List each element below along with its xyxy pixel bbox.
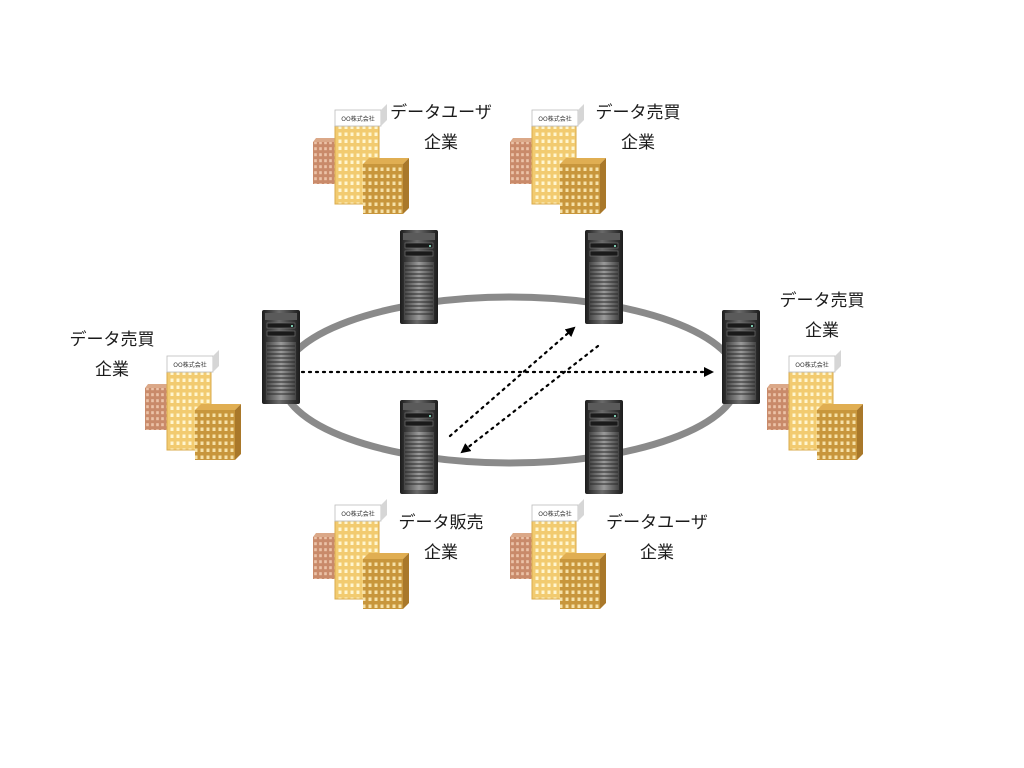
company-label-top-right: データ売買 企業 — [583, 98, 693, 158]
building-sign: OO株式会社 — [795, 361, 828, 369]
company-label-top-left: データユーザ 企業 — [380, 98, 502, 158]
building-icon-top-left: OO株式会社 — [312, 103, 410, 215]
server-right — [721, 309, 761, 405]
building-icon-left: OO株式会社 — [144, 349, 242, 461]
company-role: データユーザ — [606, 513, 708, 533]
building-sign: OO株式会社 — [341, 510, 374, 518]
company-label-bottom-right: データユーザ 企業 — [596, 508, 718, 568]
server-top-left — [399, 229, 439, 325]
building-icon-right: OO株式会社 — [766, 349, 864, 461]
arrow-top-right-to-bottom-left — [460, 344, 600, 454]
arrow-bottom-left-to-top-right — [448, 326, 576, 438]
building-sign: OO株式会社 — [341, 115, 374, 123]
company-label-left: データ売買 企業 — [57, 325, 167, 385]
server-top-right — [584, 229, 624, 325]
company-suffix: 企業 — [424, 543, 458, 563]
company-suffix: 企業 — [621, 133, 655, 153]
company-role: データ販売 — [398, 513, 484, 533]
building-sign: OO株式会社 — [538, 115, 571, 123]
company-label-right: データ売買 企業 — [767, 286, 877, 346]
company-role: データユーザ — [390, 103, 492, 123]
building-icon-bottom-right: OO株式会社 — [509, 498, 607, 610]
building-sign: OO株式会社 — [173, 361, 206, 369]
server-bottom-right — [584, 399, 624, 495]
building-sign: OO株式会社 — [538, 510, 571, 518]
server-bottom-left — [399, 399, 439, 495]
company-role: データ売買 — [779, 291, 865, 311]
company-suffix: 企業 — [95, 360, 129, 380]
building-icon-bottom-left: OO株式会社 — [312, 498, 410, 610]
company-role: データ売買 — [69, 330, 155, 350]
company-role: データ売買 — [595, 103, 681, 123]
building-icon-top-right: OO株式会社 — [509, 103, 607, 215]
server-left — [261, 309, 301, 405]
company-suffix: 企業 — [640, 543, 674, 563]
company-suffix: 企業 — [424, 133, 458, 153]
company-suffix: 企業 — [805, 321, 839, 341]
company-label-bottom-left: データ販売 企業 — [386, 508, 496, 568]
network-ring — [278, 293, 742, 467]
